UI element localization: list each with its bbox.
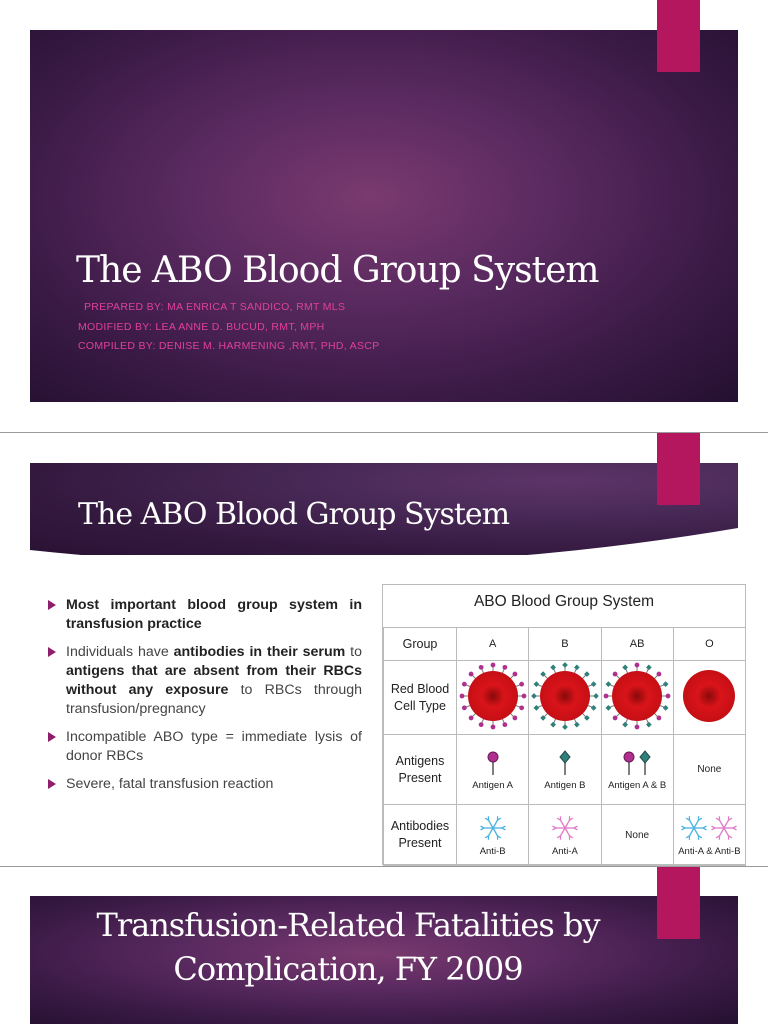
- antigen-a-label: Antigen A: [472, 779, 513, 791]
- credit-compiled: COMPILED BY: DENISE M. HARMENING ,RMT, P…: [78, 340, 380, 352]
- slide-3-title-line-2: Complication, FY 2009: [173, 950, 523, 988]
- antibody-o-label: Anti-A & Anti-B: [678, 846, 741, 857]
- antibody-cell-ab: None: [600, 804, 674, 866]
- rbc-b-icon: [531, 662, 599, 730]
- bullet-arrow-icon: [48, 600, 56, 610]
- abo-table: Group A B AB O Red Blood Cell Type Antig…: [383, 627, 747, 866]
- slide-3-accent-tab: [657, 867, 700, 939]
- anti-b-icon: [479, 816, 506, 840]
- row-header-rbc: Red Blood Cell Type: [383, 660, 457, 735]
- bullet-arrow-icon: [48, 732, 56, 742]
- rbc-ab-icon: [603, 662, 671, 730]
- antigen-b-label: Antigen B: [544, 779, 586, 791]
- antigen-o-label: None: [697, 764, 722, 775]
- antigen-cell-b: Antigen B: [528, 734, 602, 805]
- abo-table-figure: ABO Blood Group System Group A B AB O Re…: [382, 584, 747, 866]
- antigen-ab-icon: [623, 749, 651, 775]
- rbc-cell-o: [672, 660, 747, 735]
- antigen-b-icon: [559, 749, 571, 775]
- antigen-cell-o: None: [672, 734, 747, 805]
- antibody-ab-label: None: [625, 829, 650, 841]
- bullet-text-bold: antigens that are absent from their RBCs…: [66, 663, 362, 698]
- antigen-cell-ab: Antigen A & B: [600, 734, 674, 805]
- slide-1-title: The ABO Blood Group System: [76, 250, 600, 291]
- slide-2-title: The ABO Blood Group System: [78, 497, 510, 532]
- slide-1: The ABO Blood Group System PREPARED BY: …: [0, 0, 768, 432]
- antigen-a-icon: [487, 751, 499, 775]
- antibody-b-label: Anti-A: [551, 846, 578, 857]
- antibody-cell-a: Anti-B: [455, 804, 530, 866]
- slide-3-title-line-1: Transfusion-Related Fatalities by: [96, 906, 600, 944]
- slide-1-banner: [30, 30, 738, 402]
- group-b: B: [528, 627, 602, 661]
- bullet-item: Incompatible ABO type = immediate lysis …: [40, 728, 362, 766]
- anti-a-icon: [552, 816, 578, 840]
- rbc-o-icon: [683, 670, 736, 722]
- abo-table-title: ABO Blood Group System: [473, 593, 655, 610]
- slide-2-banner: [30, 463, 738, 555]
- group-ab: AB: [600, 627, 674, 661]
- rbc-cell-a: [455, 660, 530, 735]
- slide-2-banner-curve: [30, 528, 738, 578]
- group-o: O: [672, 627, 747, 661]
- anti-a-icon: [711, 816, 738, 840]
- bullet-arrow-icon: [48, 779, 56, 789]
- antibody-cell-o: Anti-A & Anti-B: [672, 804, 747, 866]
- credit-modified: MODIFIED BY: LEA ANNE D. BUCUD, RMT, MPH: [78, 321, 325, 333]
- slide-1-accent-tab: [657, 0, 700, 72]
- bullet-text: Individuals have: [66, 644, 174, 660]
- rbc-cell-ab: [600, 660, 674, 735]
- slide-3-banner: [30, 896, 738, 1024]
- group-a: A: [455, 627, 530, 661]
- anti-b-icon: [681, 816, 708, 840]
- bullet-text: to RBCs through transfusion/pregnancy: [66, 682, 362, 717]
- antigen-cell-a: Antigen A: [455, 734, 530, 805]
- bullet-list: Most important blood group system in tra…: [40, 596, 362, 803]
- bullet-item: Severe, fatal transfusion reaction: [40, 775, 362, 794]
- bullet-text: Severe, fatal transfusion reaction: [66, 776, 274, 792]
- rbc-a-icon: [459, 662, 527, 730]
- slide-separator: [0, 866, 768, 867]
- row-header-antibodies: Antibodies Present: [383, 804, 457, 866]
- bullet-text: to: [345, 644, 362, 660]
- bullet-item: Individuals have antibodies in their ser…: [40, 643, 362, 719]
- credit-prepared: PREPARED BY: MA ENRICA T SANDICO, RMT ML…: [84, 301, 346, 313]
- bullet-item: Most important blood group system in tra…: [40, 596, 362, 634]
- slide-separator: [0, 432, 768, 433]
- slide-2-accent-tab: [657, 433, 700, 505]
- bullet-text-bold: antibodies in their serum: [173, 644, 346, 660]
- antigen-ab-label: Antigen A & B: [608, 779, 667, 791]
- bullet-text: Most important blood group system in tra…: [66, 597, 362, 632]
- row-header-antigens: Antigens Present: [383, 734, 457, 805]
- row-header-group: Group: [383, 627, 457, 661]
- rbc-cell-b: [528, 660, 602, 735]
- bullet-text: Incompatible ABO type = immediate lysis …: [66, 729, 362, 764]
- bullet-arrow-icon: [48, 647, 56, 657]
- antibody-cell-b: Anti-A: [528, 804, 602, 866]
- antibody-a-label: Anti-B: [479, 846, 506, 857]
